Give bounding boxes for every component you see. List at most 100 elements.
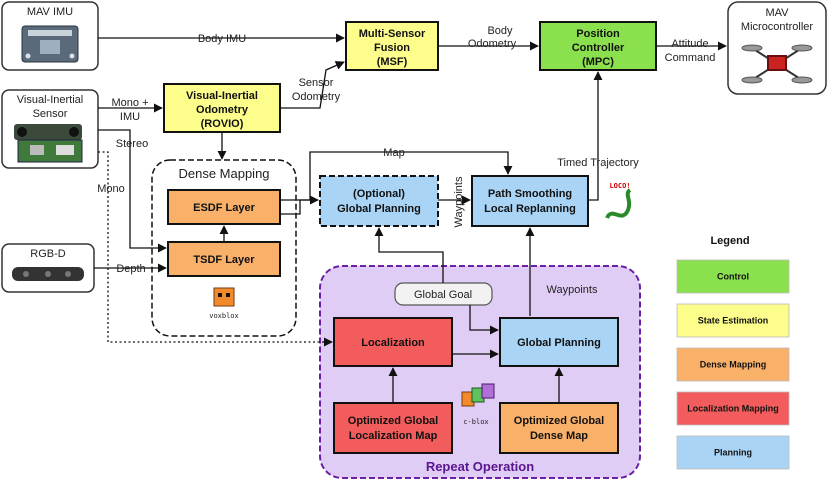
map-label: Map: [383, 147, 404, 159]
opt-global-planning-line-2: Global Planning: [337, 203, 421, 215]
msf-line-2: Fusion: [374, 42, 410, 54]
cblox-text: c-blox: [463, 418, 488, 426]
drone-icon: [741, 44, 813, 84]
tsdf-node: TSDF Layer: [167, 241, 281, 277]
opt-loc-map-line-2: Localization Map: [349, 430, 438, 442]
timed-trajectory-label: Timed Trajectory: [557, 157, 639, 169]
rovio-line-2: Odometry: [196, 104, 249, 116]
opt-dense-map-line-1: Optimized Global: [514, 415, 604, 427]
rgbd-label: RGB-D: [30, 248, 66, 260]
localization-node: Localization: [333, 317, 453, 367]
edge-goal-to-opt-planning: [374, 227, 444, 283]
mpc-line-2: Controller: [572, 42, 625, 54]
opt-loc-map-line-1: Optimized Global: [348, 415, 438, 427]
edge-labels: Body IMU Body Odometry Attitude Command …: [97, 25, 715, 296]
mpc-line-3: (MPC): [582, 56, 614, 68]
mav-label-1: MAV: [765, 7, 789, 19]
mono-imu-label-1: Mono +: [112, 97, 149, 109]
global-planning-node: Global Planning: [499, 317, 619, 367]
rovio-line-3: (ROVIO): [201, 118, 244, 130]
dense-mapping-group: [151, 159, 297, 337]
mav-microcontroller: MAV Microcontroller: [727, 1, 827, 95]
legend-label: Localization Mapping: [687, 404, 779, 414]
esdf-label: ESDF Layer: [193, 202, 255, 214]
loco-logo: LOCO!: [605, 182, 632, 220]
sensor-odometry-label-2: Odometry: [292, 91, 341, 103]
visual-inertial-sensor: Visual-Inertial Sensor: [1, 89, 99, 169]
esdf-node: ESDF Layer: [167, 189, 281, 225]
waypoints-vertical-label: Waypoints: [453, 176, 465, 227]
depth-label: Depth: [116, 263, 145, 275]
waypoints-label: Waypoints: [547, 284, 598, 296]
edge-goal-to-global-planning: [469, 305, 499, 335]
legend-label: Dense Mapping: [700, 360, 767, 370]
vi-sensor-label-1: Visual-Inertial: [17, 94, 83, 106]
body-odometry-label-2: Odometry: [468, 38, 517, 50]
mono-imu-label-2: IMU: [120, 111, 140, 123]
msf-line-3: (MSF): [377, 56, 408, 68]
edge-stereo: [98, 129, 167, 253]
edge-sensor-odometry: [280, 61, 345, 109]
global-planning-label: Global Planning: [517, 337, 601, 349]
voxblox-logo: voxblox: [209, 287, 239, 320]
legend-item: Dense Mapping: [676, 347, 790, 382]
legend-item: Localization Mapping: [676, 391, 790, 426]
stereo-camera-icon: [14, 124, 83, 163]
edge-timed-trajectory: [588, 71, 603, 201]
mav-imu-label: MAV IMU: [27, 6, 73, 18]
msf-node: Multi-Sensor Fusion (MSF): [345, 21, 439, 71]
body-odometry-label-1: Body: [487, 25, 513, 37]
sensor-odometry-label-1: Sensor: [299, 77, 334, 89]
mpc-line-1: Position: [576, 28, 620, 40]
legend-item: State Estimation: [676, 303, 790, 338]
legend-label: Control: [717, 272, 749, 282]
opt-dense-map-line-2: Dense Map: [530, 430, 588, 442]
cblox-logo: c-blox: [461, 383, 495, 426]
imu-board-icon: [21, 25, 79, 63]
mpc-node: Position Controller (MPC): [539, 21, 657, 71]
mav-label-2: Microcontroller: [741, 21, 813, 33]
path-smoothing-line-2: Local Replanning: [484, 203, 576, 215]
body-imu-label: Body IMU: [198, 33, 246, 45]
path-smoothing-node: Path Smoothing Local Replanning: [471, 175, 589, 227]
optimized-dense-map-node: Optimized Global Dense Map: [499, 402, 619, 454]
legend-swatch: [676, 435, 790, 470]
rovio-line-1: Visual-Inertial: [186, 90, 258, 102]
loco-text: LOCO!: [609, 182, 630, 190]
attitude-command-label-2: Command: [665, 52, 716, 64]
legend-swatch: [676, 347, 790, 382]
msf-line-1: Multi-Sensor: [359, 28, 426, 40]
vi-sensor-label-2: Sensor: [33, 108, 68, 120]
legend-swatch: [676, 391, 790, 426]
rgbd-sensor: RGB-D: [1, 243, 95, 293]
localization-label: Localization: [361, 337, 425, 349]
legend-swatch: [676, 259, 790, 294]
legend-item: Control: [676, 259, 790, 294]
edges: [94, 33, 727, 403]
edge-mono-to-localization: [98, 151, 333, 347]
opt-global-planning-line-1: (Optional): [353, 188, 405, 200]
legend-title: Legend: [710, 235, 749, 247]
path-smoothing-line-1: Path Smoothing: [488, 188, 572, 200]
tsdf-label: TSDF Layer: [193, 254, 255, 266]
repeat-operation-label: Repeat Operation: [426, 459, 534, 474]
mav-imu-sensor: MAV IMU: [1, 1, 99, 71]
global-goal-label: Global Goal: [414, 289, 472, 301]
attitude-command-label-1: Attitude: [671, 38, 708, 50]
rovio-node: Visual-Inertial Odometry (ROVIO): [163, 83, 281, 133]
voxblox-text: voxblox: [209, 312, 239, 320]
legend-label: State Estimation: [698, 316, 769, 326]
legend-item: Planning: [676, 435, 790, 470]
edge-esdf-to-opt-planning: [280, 195, 319, 215]
optimized-localization-map-node: Optimized Global Localization Map: [333, 402, 453, 454]
optional-global-planning-node: (Optional) Global Planning: [319, 175, 439, 227]
legend-label: Planning: [714, 448, 752, 458]
dense-mapping-label: Dense Mapping: [178, 166, 269, 181]
depth-camera-icon: [12, 267, 84, 281]
stereo-label: Stereo: [116, 138, 148, 150]
mono-label: Mono: [97, 183, 125, 195]
